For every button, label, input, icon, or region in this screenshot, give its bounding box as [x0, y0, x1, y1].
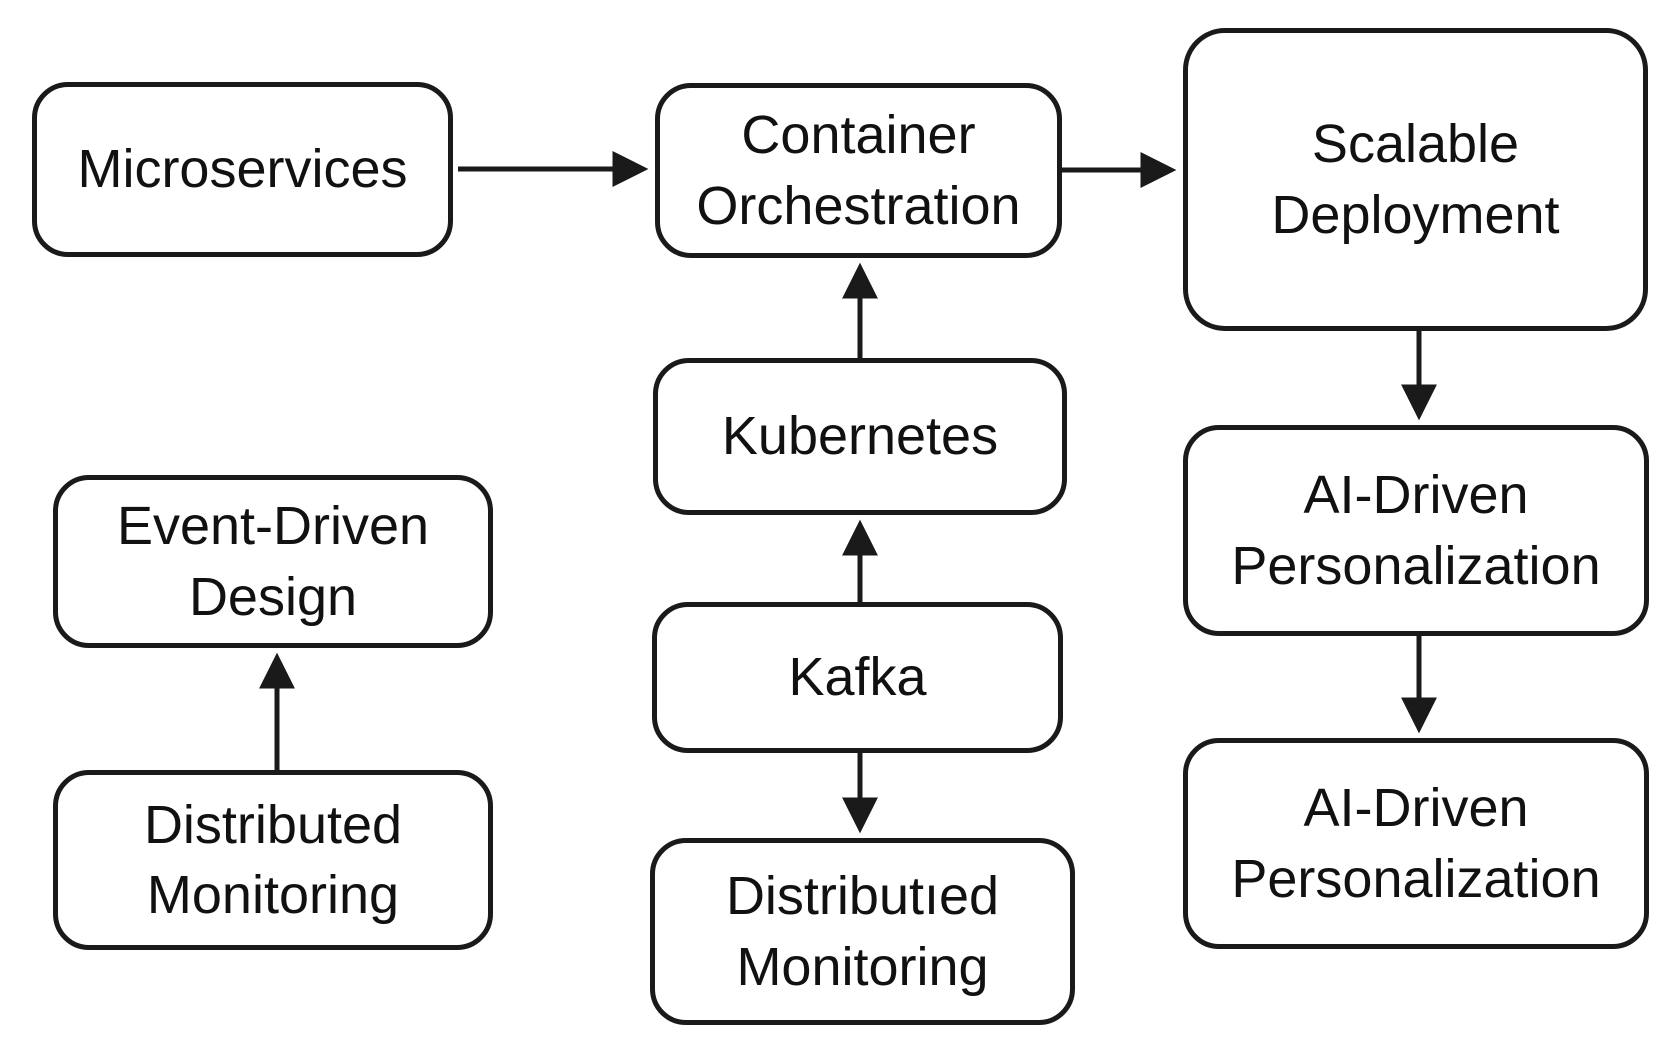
node-scalable-deployment: Scalable Deployment: [1183, 28, 1648, 331]
node-distributed-monitoring-left: Distributed Monitoring: [53, 770, 493, 950]
node-microservices: Microservices: [32, 82, 453, 257]
node-kafka: Kafka: [652, 602, 1063, 753]
node-distributed-monitoring-center: Distributıed Monitoring: [650, 838, 1075, 1025]
node-kubernetes: Kubernetes: [653, 358, 1067, 515]
node-ai-driven-personalization-1: AI-Driven Personalization: [1183, 425, 1649, 636]
node-container-orchestration: Container Orchestration: [655, 83, 1062, 258]
node-ai-driven-personalization-2: AI-Driven Personalization: [1183, 738, 1649, 949]
node-event-driven-design: Event-Driven Design: [53, 475, 493, 648]
